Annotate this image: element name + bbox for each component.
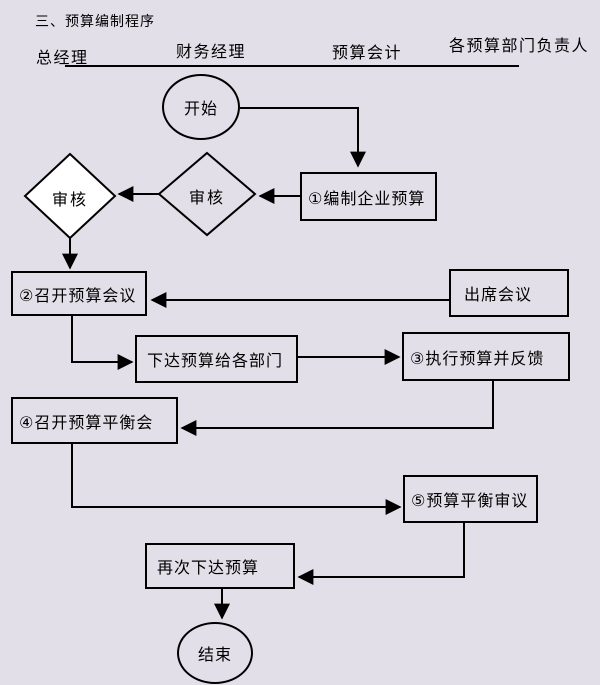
lane-header-budget-accountant: 预算会计 xyxy=(332,45,403,62)
end-node: 结束 xyxy=(177,622,253,684)
balance-review-node: ⑤预算平衡审议 xyxy=(403,475,538,523)
hold-budget-meeting-node: ②召开预算会议 xyxy=(11,271,147,316)
page-title: 三、预算编制程序 xyxy=(35,13,155,29)
lane-header-general-manager: 总经理 xyxy=(36,50,89,67)
connector-execute-to-balance-meeting xyxy=(180,381,494,436)
decision-diamond-finance-manager xyxy=(157,151,257,237)
balance-review-label: ⑤预算平衡审议 xyxy=(411,493,529,510)
connector-balance-meeting-to-balance-review xyxy=(71,444,402,515)
execute-budget-label: ③执行预算并反馈 xyxy=(410,350,545,368)
header-underline xyxy=(65,65,519,67)
decision-diamond-general-manager xyxy=(23,152,117,240)
review-finance-label: 审核 xyxy=(188,190,225,207)
attend-meeting-node: 出席会议 xyxy=(449,269,569,317)
reissue-budget-label: 再次下达预算 xyxy=(157,560,260,577)
prepare-budget-node: ①编制企业预算 xyxy=(300,172,437,221)
start-node: 开始 xyxy=(162,74,240,140)
start-label: 开始 xyxy=(183,101,218,118)
connector-hold-meeting-to-issue xyxy=(71,316,134,370)
lane-header-department-heads: 各预算部门负责人 xyxy=(449,38,590,55)
issue-budget-node: 下达预算给各部门 xyxy=(135,335,298,383)
prepare-budget-label: ①编制企业预算 xyxy=(308,190,426,208)
reissue-budget-node: 再次下达预算 xyxy=(145,543,295,589)
connector-balance-review-to-reissue xyxy=(297,523,465,585)
end-label: 结束 xyxy=(197,647,232,664)
balance-meeting-label: ④召开预算平衡会 xyxy=(19,414,154,432)
attend-meeting-label: 出席会议 xyxy=(464,287,533,304)
hold-budget-meeting-label: ②召开预算会议 xyxy=(19,287,137,305)
issue-budget-label: 下达预算给各部门 xyxy=(147,353,284,370)
balance-meeting-node: ④召开预算平衡会 xyxy=(11,397,178,444)
connector-start-to-prepare xyxy=(240,107,366,168)
execute-budget-node: ③执行预算并反馈 xyxy=(402,332,570,381)
lane-header-finance-manager: 财务经理 xyxy=(176,44,247,61)
review-general-label: 审核 xyxy=(51,192,88,209)
